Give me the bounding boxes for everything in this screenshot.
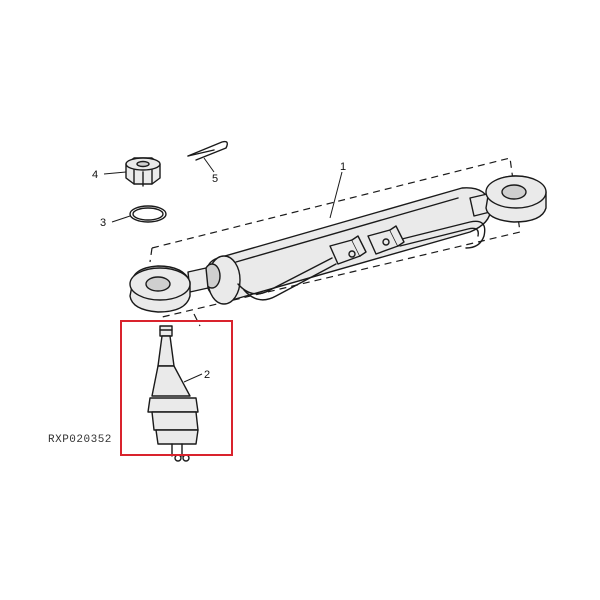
leader-5 <box>203 157 215 173</box>
highlight-box <box>120 320 233 456</box>
front-eye-mount <box>485 175 547 223</box>
leader-3 <box>111 215 131 223</box>
leader-2 <box>183 373 203 383</box>
callout-5: 5 <box>212 173 218 185</box>
callout-2: 2 <box>204 369 210 381</box>
hydraulic-tube <box>237 220 486 301</box>
port-blocks <box>329 225 405 265</box>
assembly-dashed-outline <box>149 157 521 319</box>
figure-code: RXP020352 <box>48 434 112 446</box>
castle-nut <box>125 157 161 187</box>
rear-eye-mount <box>129 265 191 313</box>
ball-stud <box>147 325 199 462</box>
leader-4 <box>103 171 127 175</box>
callout-3: 3 <box>100 217 106 229</box>
cotter-pin <box>187 140 229 161</box>
callout-1: 1 <box>340 161 346 173</box>
leader-1 <box>329 171 343 219</box>
snap-ring <box>129 205 167 223</box>
callout-4: 4 <box>92 169 98 181</box>
